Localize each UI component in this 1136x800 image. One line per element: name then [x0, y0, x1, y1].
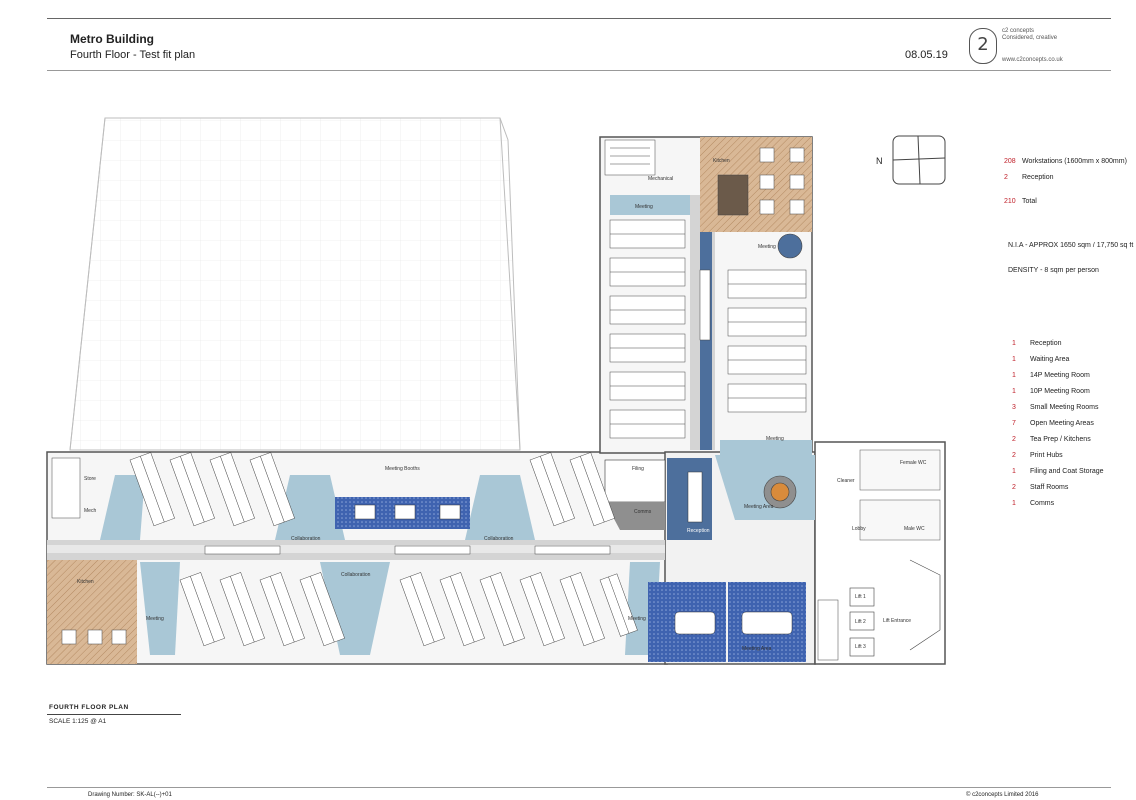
- label-meeting-5: Meeting: [758, 244, 776, 250]
- label-store: Store: [84, 476, 96, 482]
- stairs: [51, 139, 839, 661]
- area-text: N.I.A - APPROX 1650 sqm / 17,750 sq ft: [1008, 242, 1134, 249]
- page-title: Metro Building: [70, 32, 154, 46]
- label-filing: Filing: [632, 466, 644, 472]
- label-collab-2: Collaboration: [484, 536, 514, 542]
- copyright: © c2concepts Limited 2016: [966, 792, 1039, 798]
- label-cleaner: Cleaner: [837, 478, 855, 484]
- label-meeting-4: Meeting: [766, 436, 784, 442]
- label-meeting-area-2: Meeting Area: [742, 646, 772, 652]
- kitchen-west: [47, 560, 137, 664]
- label-kitchen-b: Kitchen: [713, 158, 730, 164]
- label-female-wc: Female WC: [900, 460, 927, 466]
- label-lobby: Lobby: [852, 526, 866, 532]
- drawing-number: Drawing Number: SK-AL(--)+01: [88, 792, 172, 798]
- plan-label-rule: [47, 714, 181, 715]
- brand-name: c2 concepts: [1002, 28, 1035, 34]
- label-lift-1: Lift 1: [855, 594, 866, 600]
- north-arrow-icon: [892, 135, 946, 185]
- c2-logo-icon: 2: [969, 28, 997, 64]
- plan-label: FOURTH FLOOR PLAN: [49, 704, 129, 711]
- label-meeting-area-1: Meeting Area: [744, 504, 774, 510]
- atrium-roof: [69, 117, 521, 451]
- label-meeting-3: Meeting: [635, 204, 653, 210]
- brand-website: www.c2concepts.co.uk: [1002, 57, 1063, 63]
- label-lift-3: Lift 3: [855, 644, 866, 650]
- brand-tagline: Considered, creative: [1002, 35, 1058, 41]
- density-text: DENSITY - 8 sqm per person: [1008, 267, 1099, 274]
- label-comms: Comms: [634, 509, 652, 515]
- workstations-south-bottom: [179, 572, 638, 647]
- workstations-south-top: [129, 452, 615, 527]
- workstations-north-west: [609, 219, 686, 439]
- workstations-north-east: [727, 269, 807, 413]
- lift-core: [849, 559, 941, 657]
- footer-rule: [47, 787, 1111, 788]
- label-kitchen-a: Kitchen: [77, 579, 94, 585]
- page-subtitle: Fourth Floor - Test fit plan: [70, 49, 196, 61]
- label-mech: Mech: [84, 508, 96, 514]
- label-lift-2: Lift 2: [855, 619, 866, 625]
- label-meeting-2: Meeting: [628, 616, 646, 622]
- header-rule: [47, 70, 1111, 71]
- top-rule: [47, 18, 1111, 19]
- scale-label: SCALE 1:125 @ A1: [49, 718, 107, 725]
- label-mechanical: Mechanical: [648, 176, 673, 182]
- label-meeting-booths: Meeting Booths: [385, 466, 420, 472]
- label-collab-3: Collaboration: [341, 572, 371, 578]
- drawing-date: 08.05.19: [905, 49, 948, 61]
- label-male-wc: Male WC: [904, 526, 925, 532]
- label-lift-entrance: Lift Entrance: [883, 618, 911, 624]
- label-meeting-1: Meeting: [146, 616, 164, 622]
- label-reception: Reception: [687, 528, 710, 534]
- north-label: N: [876, 156, 883, 166]
- label-collab-1: Collaboration: [291, 536, 321, 542]
